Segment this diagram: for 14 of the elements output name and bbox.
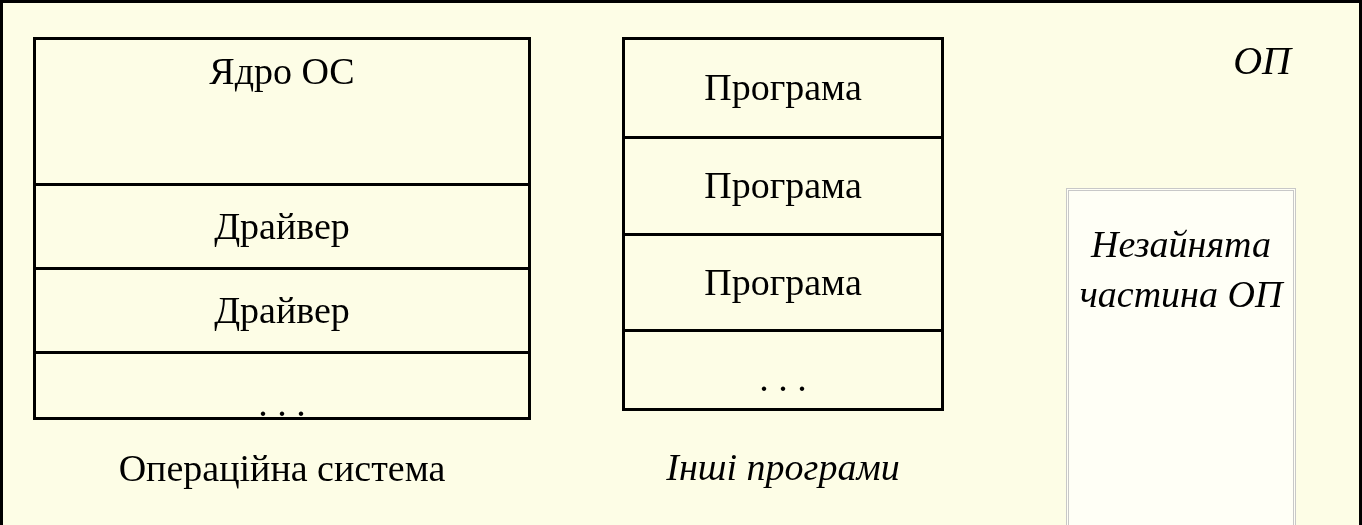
block-label: Програма	[704, 259, 862, 305]
block-label: . . .	[258, 389, 306, 417]
stack-row	[36, 351, 528, 417]
block-label: . . .	[759, 356, 807, 402]
block-label: Ядро ОС	[209, 49, 355, 94]
block-label: Незайнята частина ОП	[1078, 222, 1286, 317]
memory-label: ОП	[1233, 41, 1291, 81]
block-label: Програма	[704, 163, 862, 209]
free-memory-box	[1066, 188, 1296, 525]
block-label: Драйвер	[214, 203, 350, 249]
block-label: Драйвер	[214, 287, 350, 333]
block-label: Програма	[704, 65, 862, 111]
group-caption: Операційна система	[117, 446, 447, 491]
group-caption: Інші програми	[665, 445, 901, 490]
